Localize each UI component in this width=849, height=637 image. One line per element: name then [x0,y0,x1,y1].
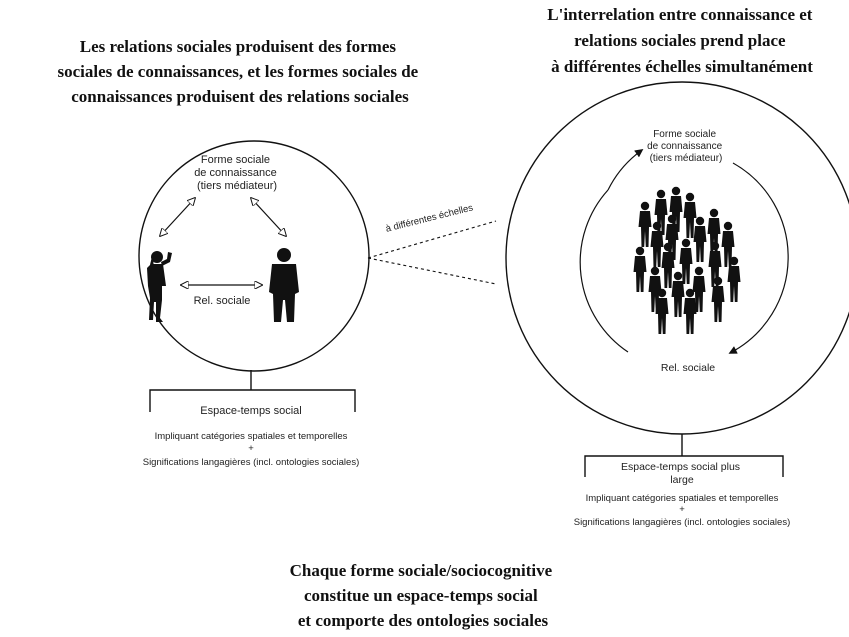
scale-connector-upper [367,220,497,259]
person-woman-icon [147,251,172,322]
scale-connector-lower [367,257,497,285]
person-man-icon [269,248,299,322]
left-box-line2: Significations langagières (incl. ontolo… [143,457,360,468]
cycle-arc-bottom-left [579,189,629,353]
left-box-title: Espace-temps social [200,405,302,417]
right-bracket [584,455,784,477]
right-box-title: Espace-temps social plus large [621,461,743,486]
cycle-arrow-left [607,149,644,191]
scale-label: à différentes échelles [385,202,475,234]
mediator-to-person-left-arrow [160,198,195,236]
left-title: Les relations sociales produisent des fo… [58,37,423,106]
left-mediator-label: Forme sociale de connaissance (tiers méd… [194,154,280,192]
left-bracket [149,389,356,412]
cycle-arrow-right [728,162,789,354]
right-box-line1: Impliquant catégories spatiales et tempo… [586,493,779,504]
left-circle [138,140,370,372]
right-title: L'interrelation entre connaissance et re… [547,5,816,76]
left-box-line1: Impliquant catégories spatiales et tempo… [155,431,348,442]
right-box-plus: + [679,504,685,515]
left-relation-label: Rel. sociale [194,295,251,307]
right-relation-label: Rel. sociale [661,362,715,374]
left-box-plus: + [248,443,254,454]
crowd-icon [633,186,741,334]
mediator-to-person-right-arrow [251,198,286,236]
bottom-caption: Chaque forme sociale/sociocognitive cons… [290,561,557,630]
right-box-line2: Significations langagières (incl. ontolo… [574,517,791,528]
right-mediator-label: Forme sociale de connaissance (tiers méd… [647,129,725,164]
